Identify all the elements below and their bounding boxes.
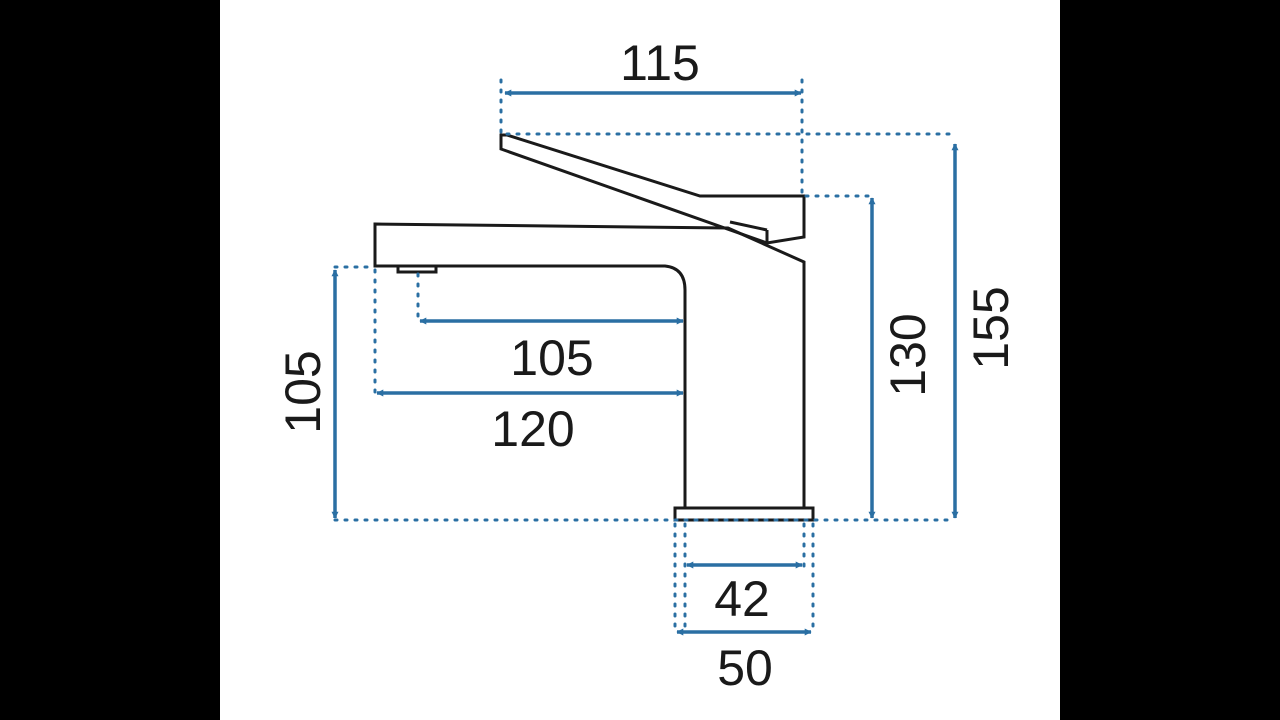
label-total-height: 155 [963, 286, 1019, 369]
lever-shape [499, 133, 806, 245]
label-spout-reach-inner: 105 [510, 330, 593, 386]
label-body-height: 130 [880, 313, 936, 396]
extension-lines [333, 78, 957, 634]
faucet-outline [373, 133, 815, 522]
label-spout-reach-outer: 120 [491, 401, 574, 457]
label-lever-reach: 115 [620, 35, 700, 91]
lever-joint-line [729, 220, 768, 232]
aerator-shape [396, 264, 438, 274]
spout-body-shape [373, 222, 806, 510]
label-spout-height: 105 [275, 350, 331, 433]
dimension-arrows [331, 89, 959, 636]
label-base-outer: 50 [717, 640, 773, 696]
paper-background [220, 0, 1060, 720]
label-base-inner: 42 [714, 571, 770, 627]
